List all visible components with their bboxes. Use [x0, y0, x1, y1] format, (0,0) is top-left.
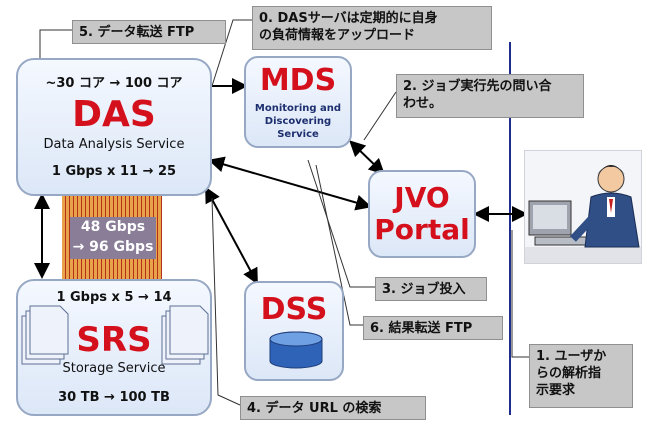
note-2-line1: 2. ジョブ実行先の問い合	[403, 79, 552, 94]
das-subtitle: Data Analysis Service	[43, 137, 185, 152]
note-1-user-request: 1. ユーザか らの解析指 示要求	[529, 344, 633, 408]
note-0-line1: 0. DASサーバは定期的に自身	[259, 11, 438, 26]
mds-node: MDS Monitoring and Discovering Service	[244, 56, 352, 148]
srs-bandwidth: 1 Gbps x 5 → 14	[56, 290, 172, 305]
note-2-job-query: 2. ジョブ実行先の問い合 わせ。	[396, 74, 584, 118]
srs-capacity: 30 TB → 100 TB	[58, 390, 170, 405]
jvo-portal-node: JVO Portal	[368, 170, 476, 258]
note-1-line2: らの解析指	[536, 366, 602, 381]
note-0-line2: の負荷情報をアップロード	[259, 28, 416, 43]
dss-node: DSS	[244, 281, 344, 381]
srs-subtitle: Storage Service	[62, 361, 166, 376]
srs-node: 1 Gbps x 5 → 14 SRS Storage Service 30 T…	[16, 279, 212, 416]
note-5-text: 5. データ転送 FTP	[79, 25, 195, 40]
leader-n5	[39, 29, 72, 58]
leader-n6	[315, 164, 363, 326]
das-bandwidth: 1 Gbps x 11 → 25	[51, 164, 177, 179]
note-6-result-ftp: 6. 結果転送 FTP	[363, 316, 503, 340]
note-4-data-url-search: 4. データ URL の検索	[240, 396, 426, 420]
mds-subtitle-3: Service	[277, 129, 319, 140]
note-1-line1: 1. ユーザか	[536, 349, 607, 364]
das-node: ~30 コア → 100 コア DAS Data Analysis Servic…	[16, 58, 212, 196]
user-illustration	[524, 150, 642, 264]
note-3-text: 3. ジョブ投入	[382, 282, 466, 297]
mds-title: MDS	[259, 63, 337, 98]
note-0-das-upload: 0. DASサーバは定期的に自身 の負荷情報をアップロード	[252, 6, 492, 50]
das-title: DAS	[72, 94, 156, 135]
database-icon	[269, 331, 323, 369]
note-5-data-ftp: 5. データ転送 FTP	[72, 20, 226, 44]
arrow-das-dss	[205, 186, 258, 285]
srs-title: SRS	[76, 320, 152, 360]
leader-n0	[211, 19, 252, 87]
leader-n4	[211, 197, 241, 406]
das-cores: ~30 コア → 100 コア	[45, 76, 183, 91]
leader-n1	[511, 230, 529, 358]
link-label-box: 48 Gbps → 96 Gbps	[70, 217, 156, 259]
jvo-title-line2: Portal	[374, 213, 470, 246]
jvo-title-line1: JVO	[394, 181, 450, 214]
arrow-mds-jvo	[349, 140, 385, 175]
arrow-das-jvo	[208, 156, 372, 211]
user-at-computer-icon	[525, 165, 641, 263]
leader-n3	[307, 159, 375, 288]
leader-n2	[363, 91, 397, 141]
note-3-job-submit: 3. ジョブ投入	[375, 277, 487, 301]
link-rate-current: 48 Gbps	[80, 219, 146, 235]
mds-subtitle-1: Monitoring and	[254, 103, 342, 114]
mds-subtitle-2: Discovering	[264, 116, 332, 127]
link-rate-target: → 96 Gbps	[72, 239, 154, 255]
note-6-text: 6. 結果転送 FTP	[370, 321, 473, 336]
note-2-line2: わせ。	[403, 96, 443, 111]
note-1-line3: 示要求	[536, 383, 576, 398]
note-4-text: 4. データ URL の検索	[247, 401, 382, 416]
dss-title: DSS	[260, 292, 328, 327]
